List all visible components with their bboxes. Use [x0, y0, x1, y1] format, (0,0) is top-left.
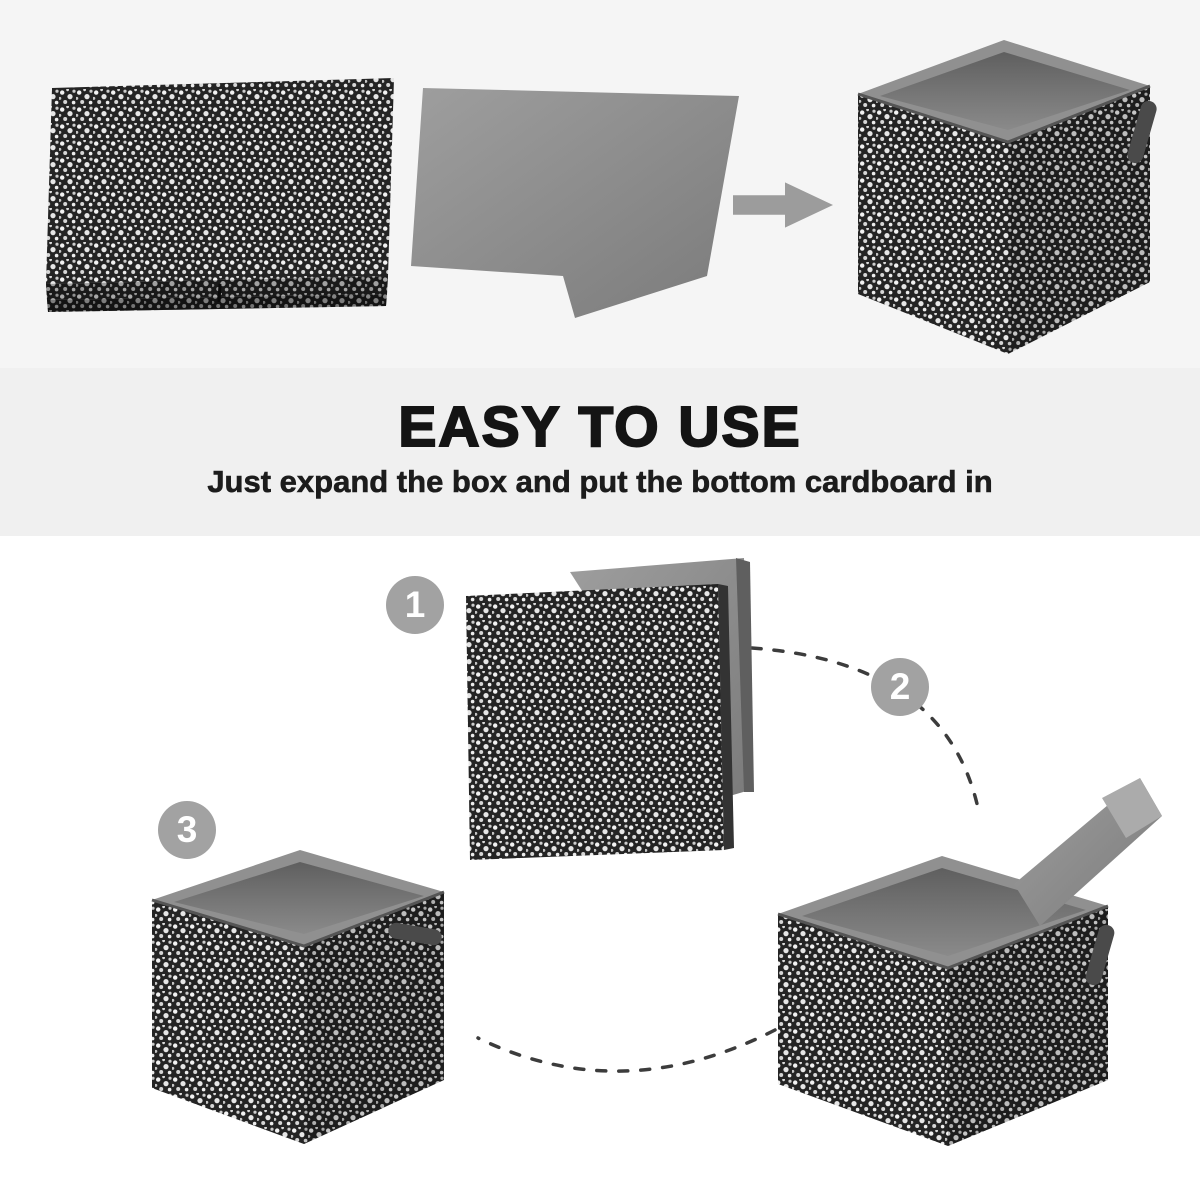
folded-box-panel	[46, 78, 394, 284]
step-1-badge: 1	[386, 576, 444, 634]
box-front-face	[152, 900, 304, 1144]
step2-insert-cardboard-graphic	[777, 778, 1162, 1146]
box-front-face	[858, 94, 1008, 354]
cardboard-sheet-shape	[411, 88, 739, 318]
folded-box-seam	[217, 283, 222, 303]
box-handle	[1085, 924, 1115, 986]
box-handle	[388, 922, 442, 946]
box-interior	[174, 862, 424, 934]
box-front-face	[778, 914, 948, 1146]
step3-assembled-box-graphic	[151, 850, 445, 1144]
expanded-front-panel	[466, 584, 724, 860]
step-2-number: 2	[889, 666, 911, 707]
page-title: EASY TO USE	[397, 394, 802, 460]
step-3-badge: 3	[158, 801, 216, 859]
box-right-face	[948, 906, 1108, 1146]
box-right-face	[1008, 86, 1150, 354]
box-handle	[1127, 100, 1157, 164]
page-subtitle: Just expand the box and put the bottom c…	[207, 464, 993, 500]
box-interior	[880, 52, 1130, 130]
step-3-number: 3	[176, 809, 198, 850]
folded-box-graphic	[46, 78, 394, 312]
step1-expanded-box-graphic	[466, 558, 754, 860]
step-1-number: 1	[404, 584, 426, 625]
dashed-arc-step2-to-step3	[476, 1028, 777, 1073]
bottom-cardboard-graphic	[411, 88, 739, 318]
heading-band-background	[0, 368, 1200, 536]
step-2-badge: 2	[871, 658, 929, 716]
box-interior	[802, 868, 1086, 956]
assembled-box-graphic	[857, 40, 1157, 354]
box-right-face	[304, 892, 444, 1144]
